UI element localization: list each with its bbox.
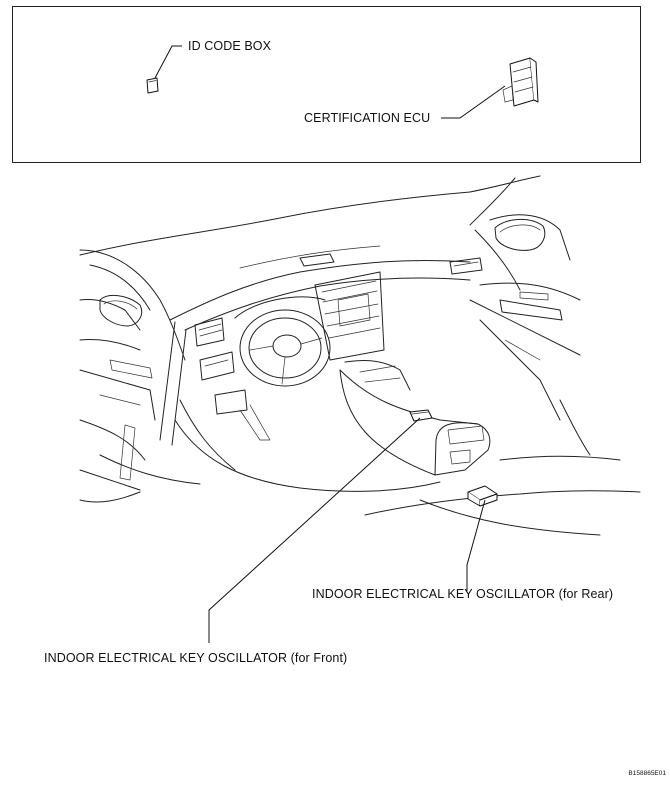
id-code-box-label: ID CODE BOX [188,39,272,53]
id-code-box-part [146,77,159,94]
figure-code: B158865E01 [628,770,666,777]
rear-oscillator-leader [466,499,486,591]
left-door-lines [79,249,186,503]
oscillator-front-label: INDOOR ELECTRICAL KEY OSCILLATOR (for Fr… [44,651,348,665]
id-code-box-leader [154,45,182,79]
front-oscillator-leader [208,417,421,643]
rear-oscillator-part [467,485,498,507]
certification-ecu-leader [441,85,506,119]
dashboard-lines [79,175,641,536]
certification-ecu-part [502,57,539,107]
front-oscillator-part [409,409,433,422]
right-door-lines [469,214,591,456]
certification-ecu-label: CERTIFICATION ECU [304,111,431,125]
oscillator-rear-label: INDOOR ELECTRICAL KEY OSCILLATOR (for Re… [312,587,614,601]
inset-frame [12,6,641,163]
